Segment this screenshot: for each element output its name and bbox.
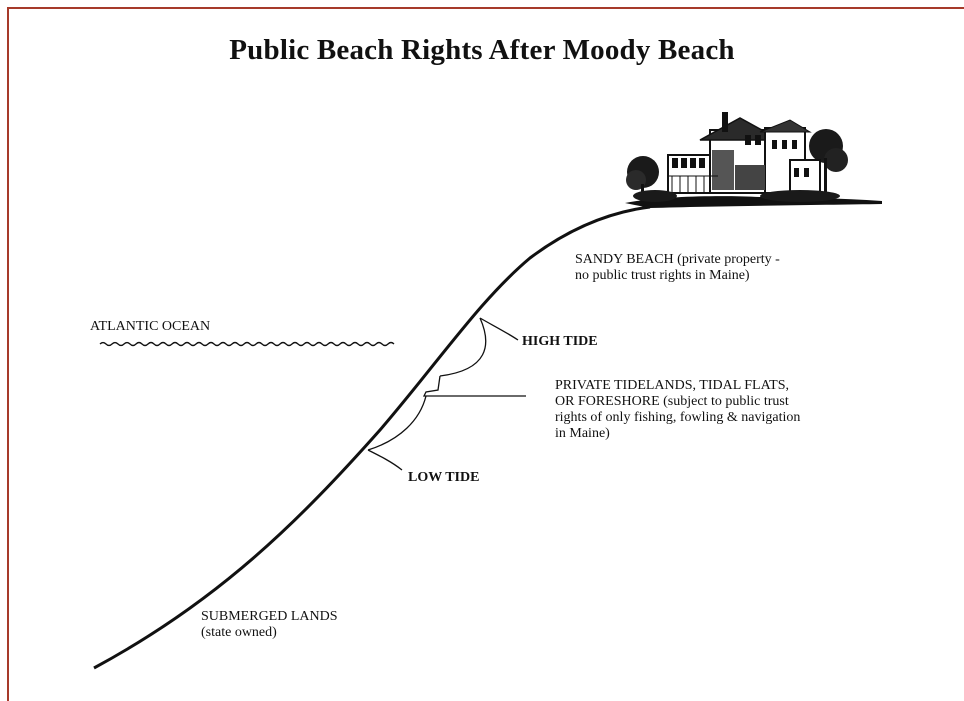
- frame-left-border: [7, 7, 9, 701]
- submerged-lands-label: SUBMERGED LANDS (state owned): [201, 609, 338, 640]
- atlantic-ocean-label: ATLANTIC OCEAN: [90, 319, 211, 334]
- high-tide-label: HIGH TIDE: [522, 334, 598, 349]
- beach-house-icon: [626, 112, 848, 202]
- beach-profile-curve: [93, 205, 651, 670]
- private-tidelands-label: PRIVATE TIDELANDS, TIDAL FLATS, OR FORES…: [555, 378, 801, 441]
- high-tide-bracket: [439, 317, 519, 377]
- ocean-wave-line: [99, 341, 395, 347]
- foreshore-step: [422, 375, 526, 397]
- sandy-beach-label: SANDY BEACH (private property - no publi…: [575, 252, 780, 283]
- low-tide-bracket: [367, 395, 427, 471]
- frame-top-border: [7, 7, 964, 9]
- low-tide-label: LOW TIDE: [408, 470, 480, 485]
- diagram-title: Public Beach Rights After Moody Beach: [229, 34, 735, 66]
